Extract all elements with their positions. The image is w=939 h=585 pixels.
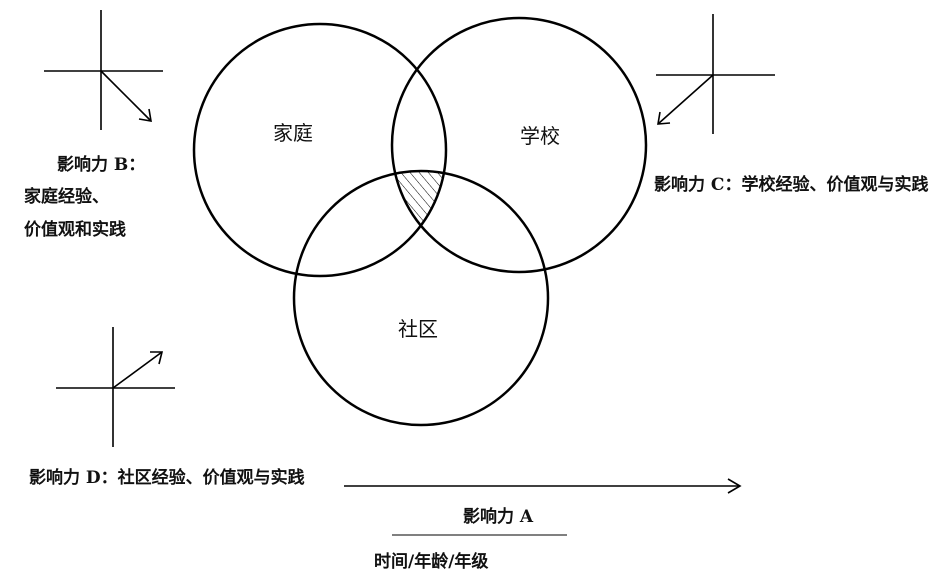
influence-a-title: 影响力 A [463,507,534,527]
axes-c [656,14,775,134]
influence-b-line1: 家庭经验、 [24,187,109,207]
axes-b [44,10,163,130]
arrow-a-icon [727,478,742,494]
family-circle [192,22,448,278]
arrow-b-icon [100,70,152,122]
time-arrow [344,478,742,494]
influence-d-text: 影响力 D：社区经验、价值观与实践 [29,468,305,488]
arrow-c-icon [657,74,714,125]
community-circle [292,169,550,427]
arrow-d-icon [112,351,163,389]
time-axis-label: 时间/年龄/年级 [374,552,489,572]
community-label: 社区 [398,317,438,341]
influence-c-text: 影响力 C：学校经验、价值观与实践 [654,175,929,195]
influence-b-line2: 价值观和实践 [24,220,126,240]
axes-d [56,327,175,447]
school-label: 学校 [520,124,560,148]
influence-b-title: 影响力 B： [57,155,146,175]
family-label: 家庭 [273,121,313,145]
overlap-hatch [392,171,446,272]
school-circle [390,16,648,274]
